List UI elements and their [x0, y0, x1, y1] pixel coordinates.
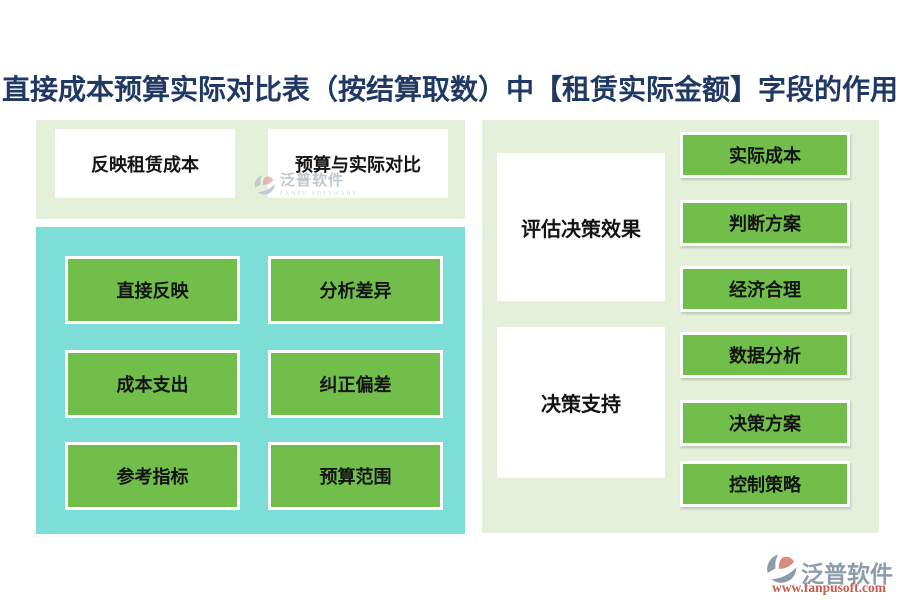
- page-title: 直接成本预算实际对比表（按结算取数）中【租赁实际金额】字段的作用: [1, 75, 898, 106]
- footer-url: www.fanpusoft.com: [771, 580, 886, 595]
- function-button-budget-scope: 预算范围: [268, 442, 443, 510]
- decision-button-decision-scheme: 决策方案: [680, 400, 850, 446]
- decision-panel: 评估决策效果 实际成本 判断方案 经济合理 决策支持 数据分析 决策方案 控制策…: [482, 120, 879, 533]
- functions-panel: 直接反映 分析差异 成本支出 纠正偏差 参考指标 预算范围: [36, 227, 465, 534]
- group-label-decision-support: 决策支持: [497, 327, 665, 478]
- function-button-correct-deviation: 纠正偏差: [268, 350, 443, 418]
- rental-cost-panel: 反映租赁成本 预算与实际对比 泛普软件 FANPU SOFTWARE: [36, 120, 465, 219]
- function-button-analyze-variance: 分析差异: [268, 256, 443, 324]
- function-button-direct-reflect: 直接反映: [65, 256, 240, 324]
- decision-button-actual-cost: 实际成本: [680, 132, 850, 178]
- function-button-cost-expenditure: 成本支出: [65, 350, 240, 418]
- group-label-evaluate-decision-effect: 评估决策效果: [497, 153, 665, 301]
- decision-button-data-analysis: 数据分析: [680, 332, 850, 378]
- footer-logo: 泛普软件 www.fanpusoft.com: [766, 553, 896, 597]
- concept-card-budget-vs-actual: 预算与实际对比: [268, 129, 448, 198]
- function-button-reference-indicator: 参考指标: [65, 442, 240, 510]
- footer-brand: 泛普软件: [801, 562, 893, 587]
- decision-button-control-strategy: 控制策略: [680, 461, 850, 507]
- fanpu-logo-icon: [766, 553, 798, 590]
- concept-card-reflect-rental-cost: 反映租赁成本: [55, 129, 235, 198]
- decision-button-economic-rationality: 经济合理: [680, 266, 850, 312]
- decision-button-judge-scheme: 判断方案: [680, 200, 850, 246]
